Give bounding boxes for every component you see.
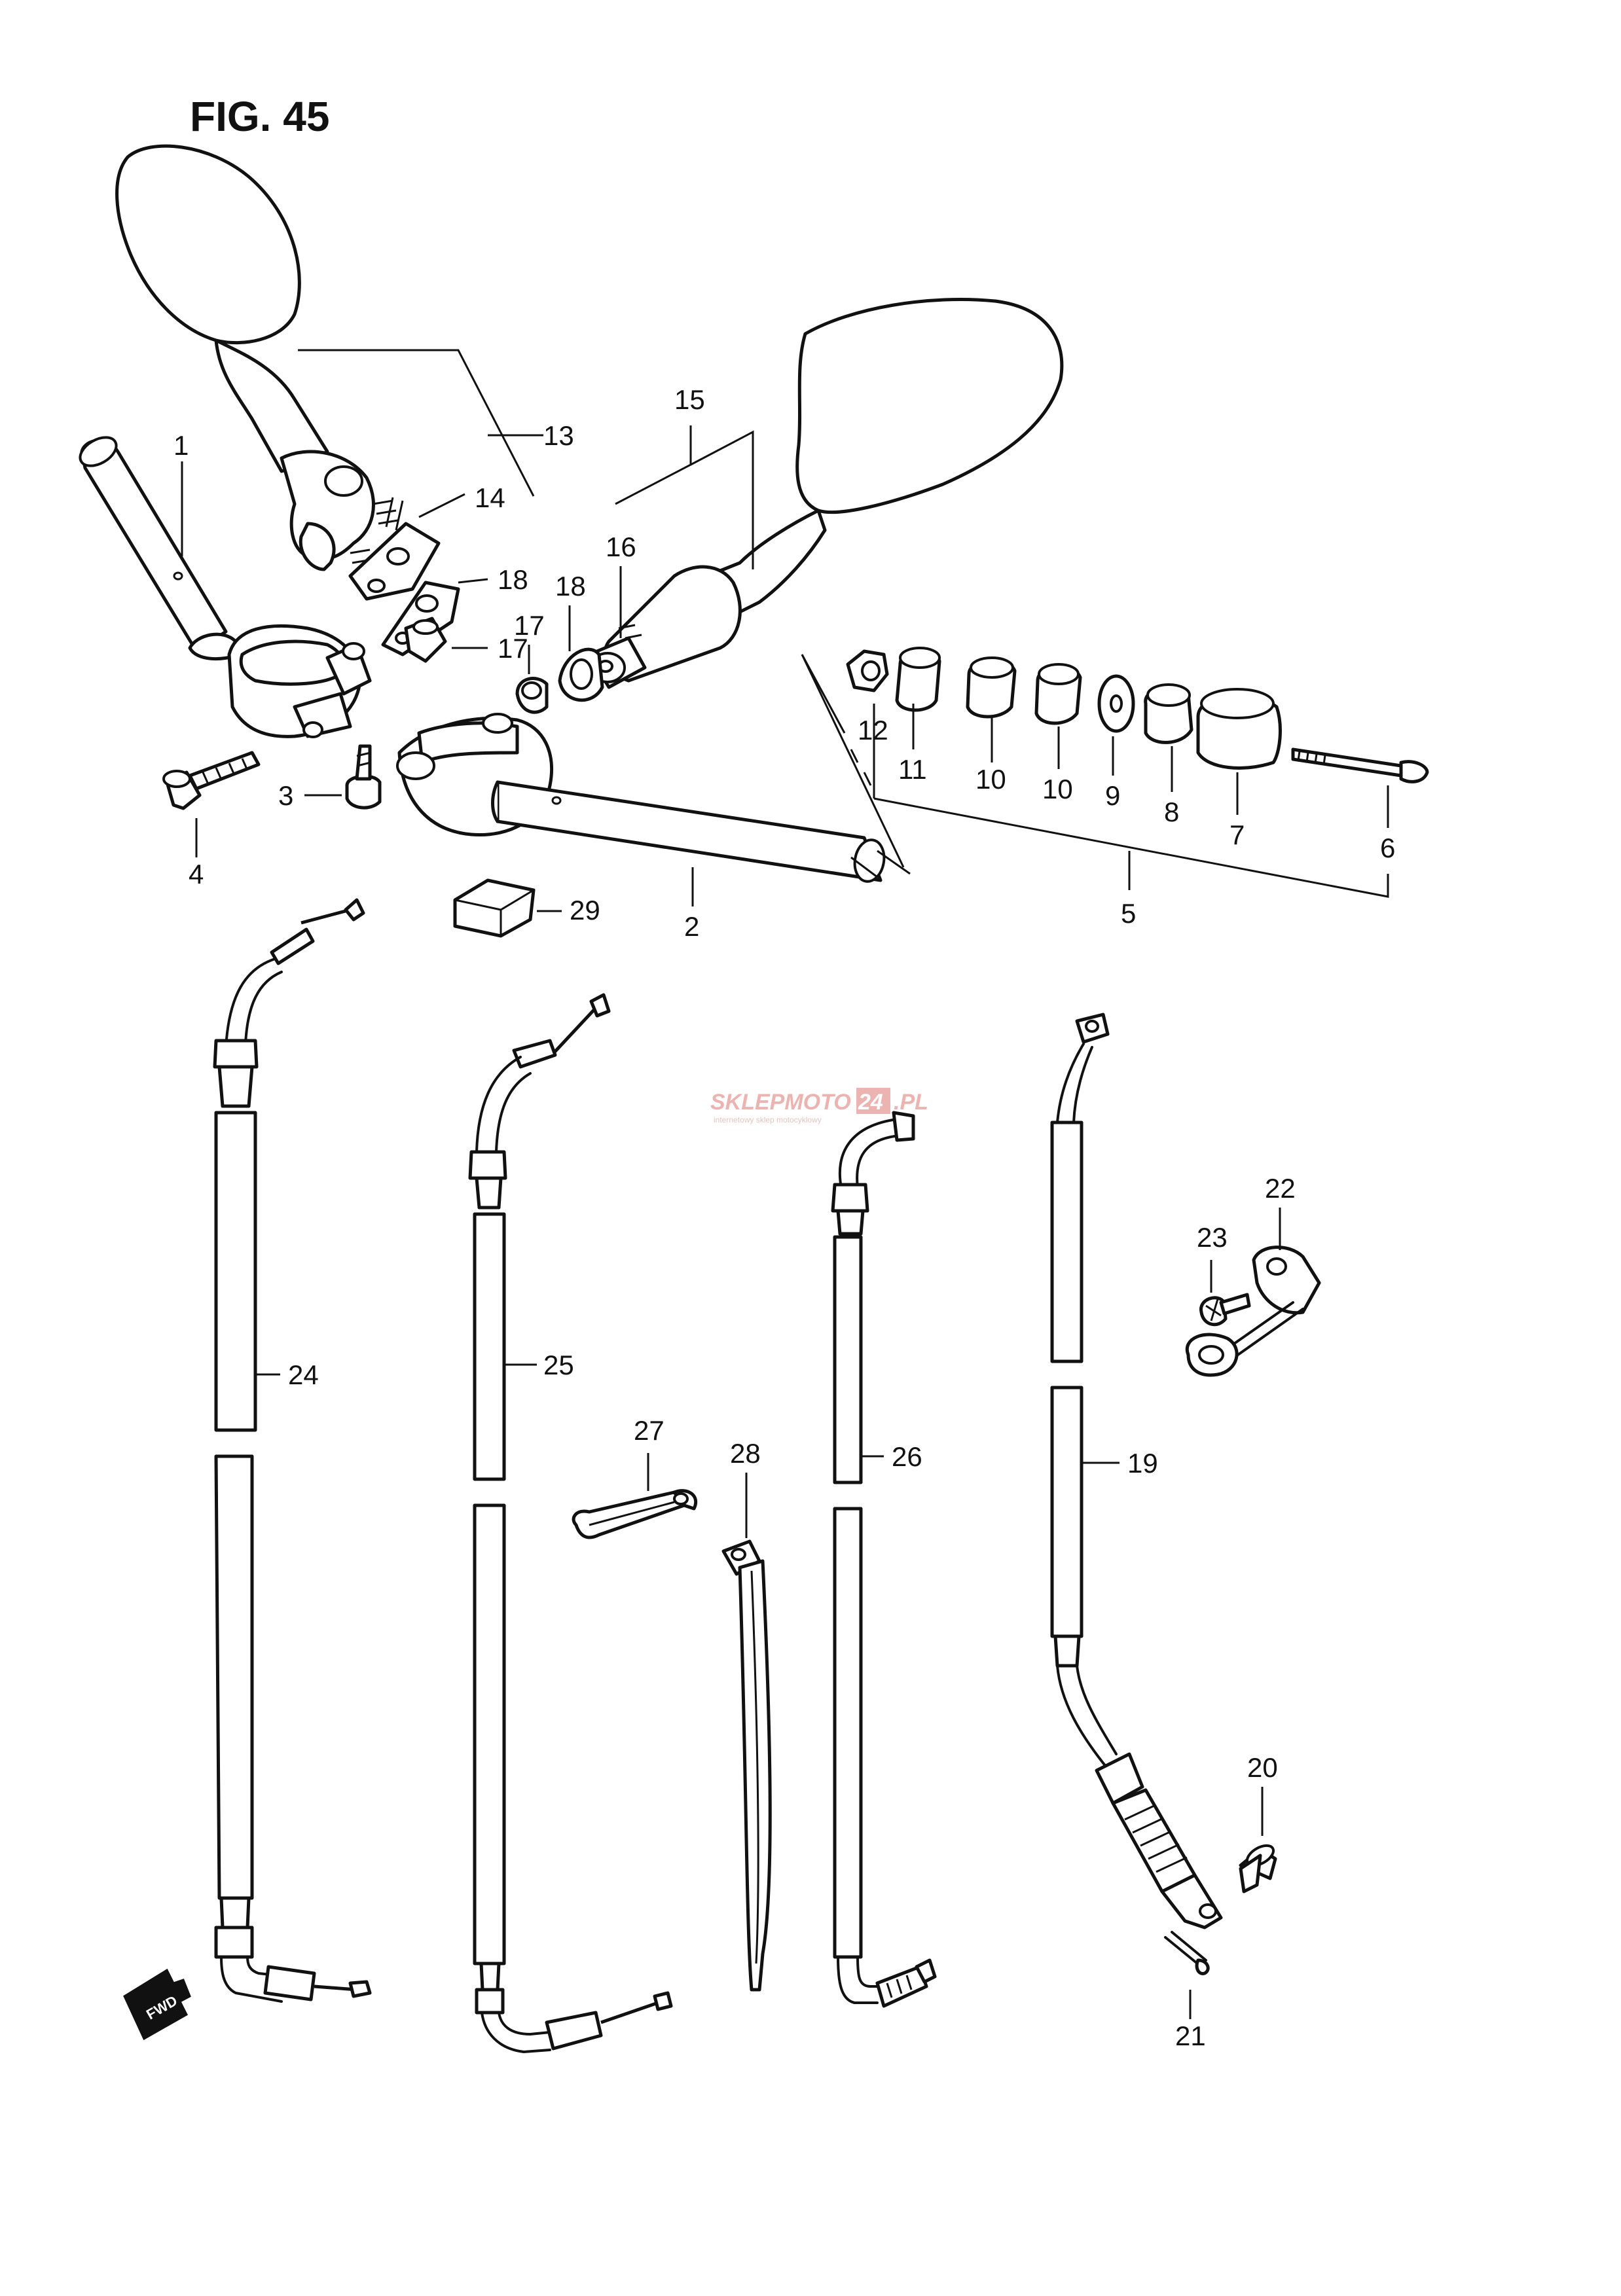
right-handlebar [396,713,886,883]
callout-12: 12 [858,715,888,745]
rubber-11 [895,647,941,712]
callout-8: 8 [1164,797,1179,827]
callout-23: 23 [1197,1222,1228,1253]
callout-29: 29 [570,895,600,925]
callout-27: 27 [634,1415,665,1446]
callout-10a: 10 [975,764,1006,795]
clutch-cable-19 [1050,1013,1223,1929]
cap-17b [515,677,549,714]
cap-17a [404,617,447,663]
left-mirror [115,144,399,571]
throttle-cable-24 [213,898,372,2003]
watermark-brand-a: SKLEPMOTO [710,1090,851,1115]
callout-13: 13 [543,420,574,451]
callout-28: 28 [730,1438,761,1469]
leader-5 [873,797,1389,898]
leader-13 [298,349,543,497]
callout-18a: 18 [498,564,528,595]
watermark-badge [856,1088,890,1114]
mirror-plate-18b [558,647,604,702]
callout-10b: 10 [1042,774,1073,804]
callout-26: 26 [892,1441,922,1472]
callout-6: 6 [1380,833,1395,863]
callout-4: 4 [189,859,204,889]
bar-break-lines [850,850,911,878]
watermark-brand-c: .PL [894,1090,928,1115]
rubber-8 [1144,683,1193,744]
clamp-27 [572,1489,698,1539]
callout-17b: 17 [514,610,545,641]
watermark: SKLEPMOTO 24 .PL internetowy sklep motoc… [710,1088,928,1124]
callout-18b: 18 [555,571,586,601]
callout-22: 22 [1265,1173,1296,1204]
callout-16: 16 [606,531,636,562]
rubber-10b [1034,663,1082,725]
callout-3: 3 [278,780,293,811]
callout-19: 19 [1127,1448,1158,1479]
callout-5: 5 [1121,898,1136,929]
watermark-tagline: internetowy sklep motocyklowy [714,1115,822,1124]
cable-26 [831,1111,937,2008]
bolt-4 [162,751,261,810]
callout-11: 11 [898,754,927,785]
leader-14 [418,493,465,518]
callout-17a: 17 [498,633,528,664]
screw-6 [1291,747,1429,783]
cable-tie-28 [721,1539,772,1992]
leader-18a [458,578,488,584]
rubber-10a [966,656,1017,719]
callout-25: 25 [543,1350,574,1380]
pin-20 [1239,1844,1277,1893]
throttle-cable-25 [468,993,673,2053]
callout-15: 15 [674,384,705,415]
leader-15 [615,425,754,569]
balancer-nut-12 [846,649,889,692]
pad-29 [453,878,536,938]
callout-14: 14 [475,482,505,513]
fwd-arrow-icon: FWD [123,1968,191,2041]
figure-title: FIG. 45 [190,93,329,140]
callout-9: 9 [1105,780,1120,811]
callout-20: 20 [1247,1752,1278,1783]
balancer-break-lines [801,654,905,868]
right-mirror [587,297,1064,689]
callout-7: 7 [1229,819,1245,850]
left-handlebar [79,436,372,738]
bolt-3 [345,744,382,810]
callout-21: 21 [1175,2020,1206,2051]
screw-23 [1199,1293,1251,1327]
mirror-adaptor-14 [348,497,441,601]
washer-9 [1097,674,1135,733]
bracket-22 [1185,1246,1321,1377]
balancer-weight-7 [1196,688,1282,770]
callout-24: 24 [288,1359,319,1390]
callout-1: 1 [173,430,189,461]
callout-2: 2 [684,911,699,942]
cotter-pin-21 [1164,1931,1210,1975]
watermark-brand-b: 24 [858,1090,883,1115]
